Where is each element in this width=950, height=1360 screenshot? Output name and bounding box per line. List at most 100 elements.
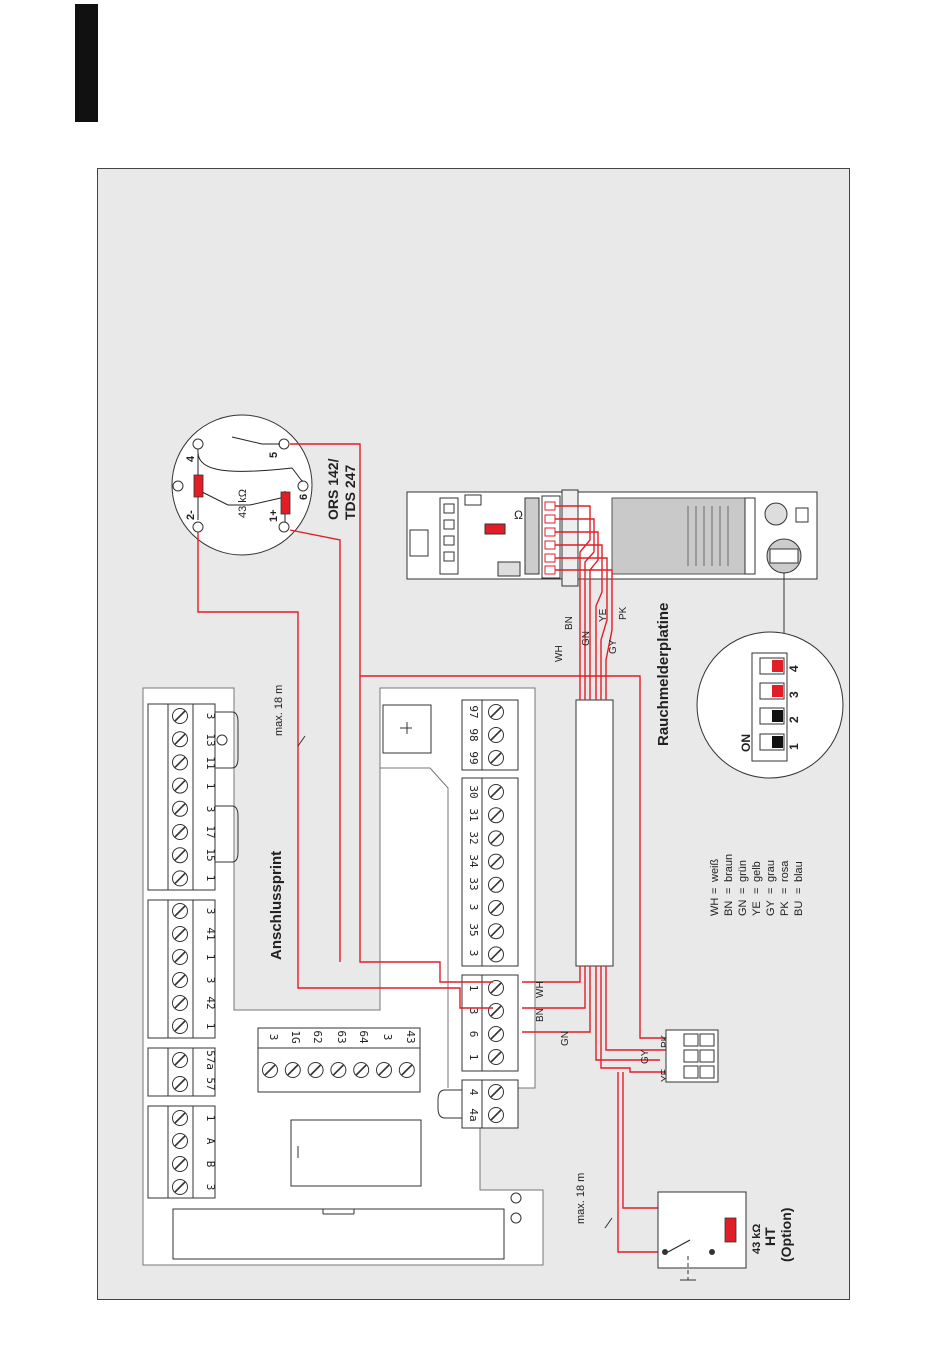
wire-code-gy-top: GY	[608, 639, 619, 654]
terminal-label: 42	[204, 996, 217, 1009]
legend-name: weiß	[709, 858, 721, 883]
terminal-label: 98	[467, 728, 480, 741]
terminal-label: B	[204, 1161, 217, 1168]
color-legend: WH = weiß BN = braun GN = grün YE = gelb…	[709, 854, 805, 916]
legend-code: PK	[779, 901, 791, 916]
ht-title: HT	[762, 1227, 778, 1246]
dip-label-2: 2	[787, 716, 801, 723]
legend-code: WH	[709, 898, 721, 916]
detector-title-line2: TDS 247	[342, 465, 358, 520]
terminal-6-label: 6	[298, 494, 310, 500]
legend-eq: =	[793, 888, 805, 894]
terminal-label: 6	[467, 1031, 480, 1038]
terminal-label: 11	[204, 756, 217, 769]
dip-label-3: 3	[787, 691, 801, 698]
terminal-label: 99	[467, 751, 480, 764]
terminal-label: 32	[467, 831, 480, 844]
terminal-5-label: 5	[268, 452, 280, 458]
screw-slot	[490, 902, 502, 914]
screw-slot	[174, 1181, 186, 1193]
terminal-label: 3	[204, 806, 217, 813]
terminal-label: 62	[311, 1030, 324, 1043]
screw-slot	[287, 1064, 299, 1076]
screw-slot	[490, 809, 502, 821]
screw-slot	[174, 997, 186, 1009]
wire-code-gn-bottom: GN	[560, 1031, 571, 1046]
legend-name: rosa	[779, 860, 791, 882]
dip-label-1: 1	[787, 743, 801, 750]
terminal-label: 1	[467, 1054, 480, 1061]
terminal-label: 13	[204, 733, 217, 746]
screw-slot	[378, 1064, 390, 1076]
screw-slot	[174, 849, 186, 861]
screw-slot	[490, 879, 502, 891]
screw-slot	[174, 1158, 186, 1170]
terminal-label: 4	[467, 1089, 480, 1096]
screw-slot	[174, 710, 186, 722]
wire-code-gy-bottom: GY	[640, 1049, 651, 1064]
dip-switch-knob-4	[772, 660, 783, 672]
detector-resistor-label: 43 kΩ	[237, 489, 249, 518]
terminal-label: 3	[381, 1034, 394, 1041]
terminal-label: 41	[204, 927, 217, 940]
cable-sleeve	[575, 699, 614, 967]
screw-slot	[490, 786, 502, 798]
terminal-label: A	[204, 1138, 217, 1145]
cable-length-tick-bottom	[604, 1217, 613, 1229]
terminal-labels: 3 13 11 1 3 17 15 1 3 41 1 3 42 1 57a 57…	[204, 705, 480, 1190]
screw-slot	[490, 1109, 502, 1121]
screw-slot	[174, 974, 186, 986]
dip-on-label: ON	[739, 734, 753, 752]
legend-code: BN	[723, 901, 735, 916]
ht-subtitle: (Option)	[778, 1208, 794, 1262]
screw-slot	[174, 872, 186, 884]
terminal-label: 57	[204, 1077, 217, 1090]
smoke-board	[406, 489, 818, 587]
legend-eq: =	[765, 888, 777, 894]
legend-eq: =	[723, 888, 735, 894]
screw-slot	[174, 1020, 186, 1032]
screw-slot	[174, 951, 186, 963]
terminal-label: 3	[204, 1184, 217, 1191]
screw-slot	[490, 856, 502, 868]
terminal-label: 4a	[467, 1108, 480, 1121]
terminal-label: 1	[204, 1115, 217, 1122]
screw-slot	[174, 803, 186, 815]
terminal-4-label: 4	[185, 455, 197, 462]
dip-label-4: 4	[787, 665, 801, 672]
terminal-label: 1	[467, 985, 480, 992]
screw-slot	[490, 1005, 502, 1017]
dip-switch-knob-3	[772, 685, 783, 697]
wire-code-bn-top: BN	[564, 616, 575, 630]
terminal-label: 63	[335, 1030, 348, 1043]
legend-name: grau	[765, 860, 777, 882]
legend-code: YE	[751, 901, 763, 916]
terminal-label: 3	[467, 904, 480, 911]
terminal-label: 35	[467, 923, 480, 936]
wire-code-wh-top: WH	[554, 645, 565, 662]
wire-code-bn-bottom: BN	[535, 1008, 546, 1022]
legend-name: blau	[793, 861, 805, 882]
terminal-label: 3	[204, 713, 217, 720]
legend-name: grün	[737, 860, 749, 882]
screw-slot	[355, 1064, 367, 1076]
terminal-2-label: 2-	[185, 510, 197, 520]
screw-slot	[174, 1112, 186, 1124]
legend-eq: =	[709, 888, 721, 894]
terminal-label: 33	[467, 877, 480, 890]
terminal-label: 1	[204, 954, 217, 961]
legend-eq: =	[751, 888, 763, 894]
wago-connector	[665, 1029, 719, 1083]
terminal-label: 17	[204, 825, 217, 838]
cable-length-tick-top	[297, 735, 306, 747]
ht-resistor-label: 43 kΩ	[751, 1224, 763, 1254]
screw-slot	[490, 1051, 502, 1063]
terminal-label: 1G	[289, 1030, 302, 1043]
section-tab	[75, 4, 98, 122]
screw-slot	[174, 1054, 186, 1066]
wire-code-ye-top: YE	[598, 608, 609, 622]
legend-eq: =	[737, 888, 749, 894]
screw-slot	[490, 706, 502, 718]
terminal-label: 97	[467, 705, 480, 718]
